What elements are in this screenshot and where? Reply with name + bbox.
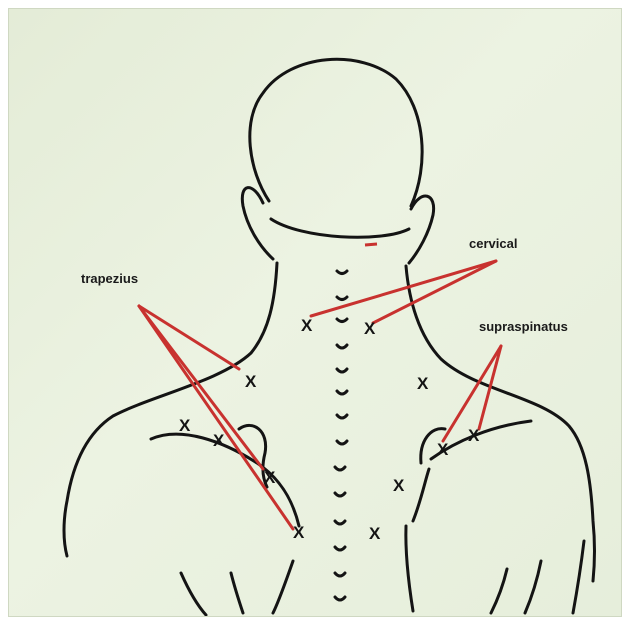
label-trapezius: trapezius — [81, 271, 138, 286]
left-side-hatch-1 — [181, 573, 206, 615]
neck-red-mark — [365, 244, 377, 245]
x-marker: X — [417, 374, 429, 393]
body-outline — [64, 59, 595, 615]
x-marker: X — [393, 476, 405, 495]
right-back-line — [413, 469, 429, 521]
label-cervical: cervical — [469, 236, 517, 251]
hairline — [271, 219, 409, 237]
vertebra-mark — [335, 573, 345, 576]
x-marker: X — [264, 468, 276, 487]
vertebra-mark — [337, 271, 347, 274]
pointer-lines — [139, 261, 501, 529]
left-side-hatch-2 — [231, 573, 243, 613]
vertebra-mark — [335, 521, 345, 524]
vertebra-mark — [335, 493, 345, 496]
vertebra-mark — [337, 369, 347, 372]
x-marker: X — [301, 316, 313, 335]
label-supraspinatus: supraspinatus — [479, 319, 568, 334]
spine-marks — [335, 271, 347, 600]
vertebra-mark — [337, 297, 347, 300]
diagram-photo: trapezius cervical supraspinatus X X X X… — [8, 8, 622, 617]
right-neck-shoulder — [406, 266, 595, 581]
vertebra-mark — [337, 319, 347, 322]
vertebra-mark — [337, 415, 347, 418]
vertebra-mark — [335, 467, 345, 470]
supraspinatus-pointer — [479, 346, 501, 429]
vertebra-mark — [335, 547, 345, 550]
x-marker: X — [179, 416, 191, 435]
x-marker: X — [468, 426, 480, 445]
vertebra-mark — [335, 597, 345, 600]
trapezius-pointer — [139, 306, 293, 529]
right-side-hatch-2 — [525, 561, 541, 613]
vertebra-mark — [337, 441, 347, 444]
right-edge-line — [573, 541, 584, 613]
x-marker: X — [293, 523, 305, 542]
right-side-hatch-1 — [491, 569, 507, 613]
vertebra-mark — [337, 391, 347, 394]
vertebra-mark — [337, 345, 347, 348]
left-lower-line — [273, 561, 293, 613]
x-marker: X — [364, 319, 376, 338]
x-marker: X — [213, 431, 225, 450]
x-marker: X — [369, 524, 381, 543]
left-neck-shoulder — [64, 263, 277, 556]
neck-shoulder-diagram: trapezius cervical supraspinatus X X X X… — [9, 9, 621, 616]
head-outline — [250, 59, 422, 206]
right-lower-line — [406, 526, 413, 611]
x-marker: X — [437, 440, 449, 459]
x-marker: X — [245, 372, 257, 391]
left-scapula-line — [151, 434, 299, 526]
trapezius-pointer — [139, 306, 239, 369]
right-ear — [409, 196, 434, 263]
